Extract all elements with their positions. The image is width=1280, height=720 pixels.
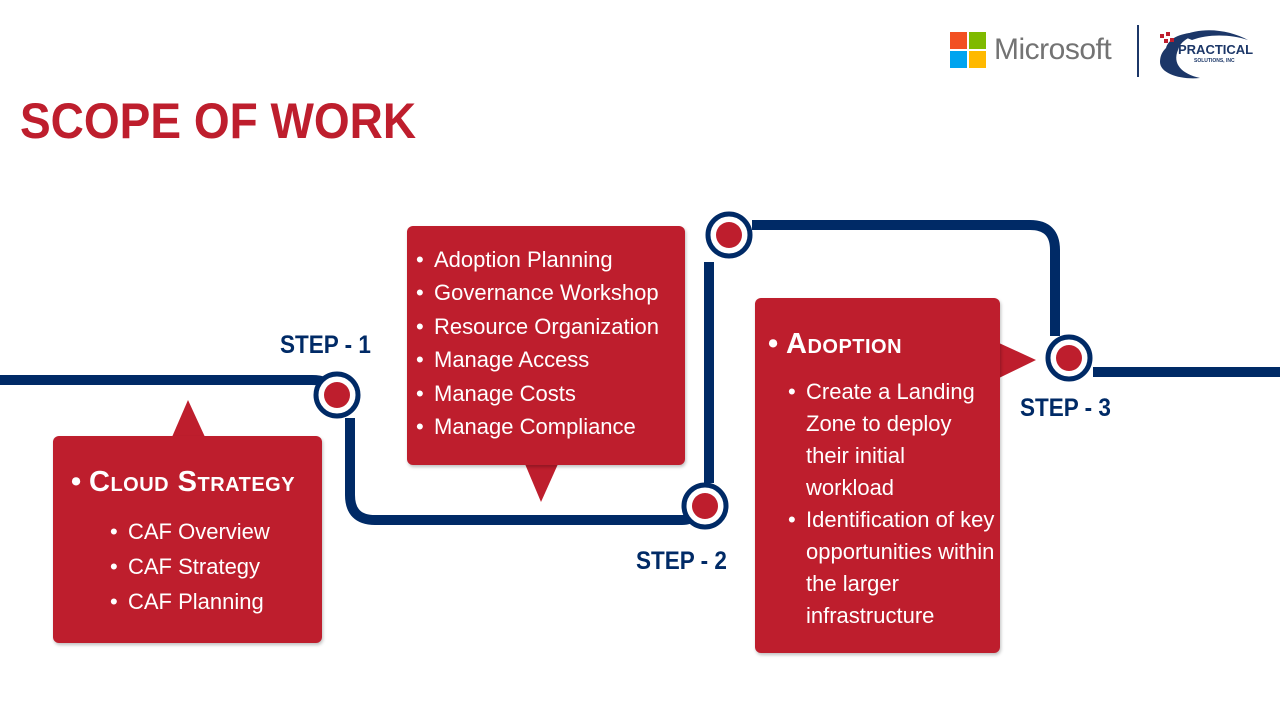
ms-square-red — [950, 32, 967, 49]
adoption-callout: Adoption Create a Landing Zone to deploy… — [755, 298, 1000, 653]
list-item: Adoption Planning — [416, 243, 659, 277]
step-3-label: STEP - 3 — [1020, 394, 1111, 422]
list-item: Resource Organization — [416, 310, 659, 344]
list-item: Manage Compliance — [416, 410, 659, 444]
cloud-strategy-heading: Cloud Strategy — [71, 466, 295, 499]
list-item: CAF Overview — [110, 514, 270, 549]
solutions-text: SOLUTIONS, INC — [1194, 58, 1235, 64]
list-item: Manage Costs — [416, 377, 659, 411]
governance-pointer — [525, 464, 558, 502]
adoption-heading: Adoption — [768, 328, 902, 361]
governance-list: Adoption Planning Governance Workshop Re… — [416, 243, 659, 444]
adoption-pointer — [999, 343, 1036, 378]
step-1-node — [313, 371, 361, 419]
page-title: SCOPE OF WORK — [20, 93, 417, 149]
practical-solutions-logo: PRACTICAL SOLUTIONS, INC — [1152, 28, 1264, 84]
ms-square-yellow — [969, 51, 986, 68]
ms-square-green — [969, 32, 986, 49]
step-1-label: STEP - 1 — [280, 331, 371, 359]
milestone-node — [705, 211, 753, 259]
governance-callout: Adoption Planning Governance Workshop Re… — [407, 226, 685, 465]
list-item: Identification of key opportunities with… — [788, 504, 996, 632]
adoption-list: Create a Landing Zone to deploy their in… — [788, 376, 996, 632]
practical-solutions-emblem-icon: PRACTICAL SOLUTIONS, INC — [1160, 30, 1253, 79]
cloud-strategy-callout: Cloud Strategy CAF Overview CAF Strategy… — [53, 436, 322, 643]
cloud-strategy-pointer — [172, 400, 205, 437]
microsoft-squares-icon — [950, 32, 986, 68]
step-3-node — [1045, 334, 1093, 382]
ms-square-blue — [950, 51, 967, 68]
step-2-label: STEP - 2 — [636, 547, 727, 575]
step-2-node — [681, 482, 729, 530]
logo-divider — [1137, 25, 1139, 77]
cloud-strategy-list: CAF Overview CAF Strategy CAF Planning — [110, 514, 270, 619]
list-item: Governance Workshop — [416, 276, 659, 310]
list-item: Manage Access — [416, 343, 659, 377]
list-item: Create a Landing Zone to deploy their in… — [788, 376, 996, 504]
list-item: CAF Strategy — [110, 549, 270, 584]
microsoft-wordmark: Microsoft — [994, 33, 1112, 66]
roadmap-line — [0, 220, 1280, 525]
practical-text: PRACTICAL — [1178, 42, 1253, 57]
list-item: CAF Planning — [110, 584, 270, 619]
microsoft-logo: Microsoft — [950, 32, 1112, 68]
